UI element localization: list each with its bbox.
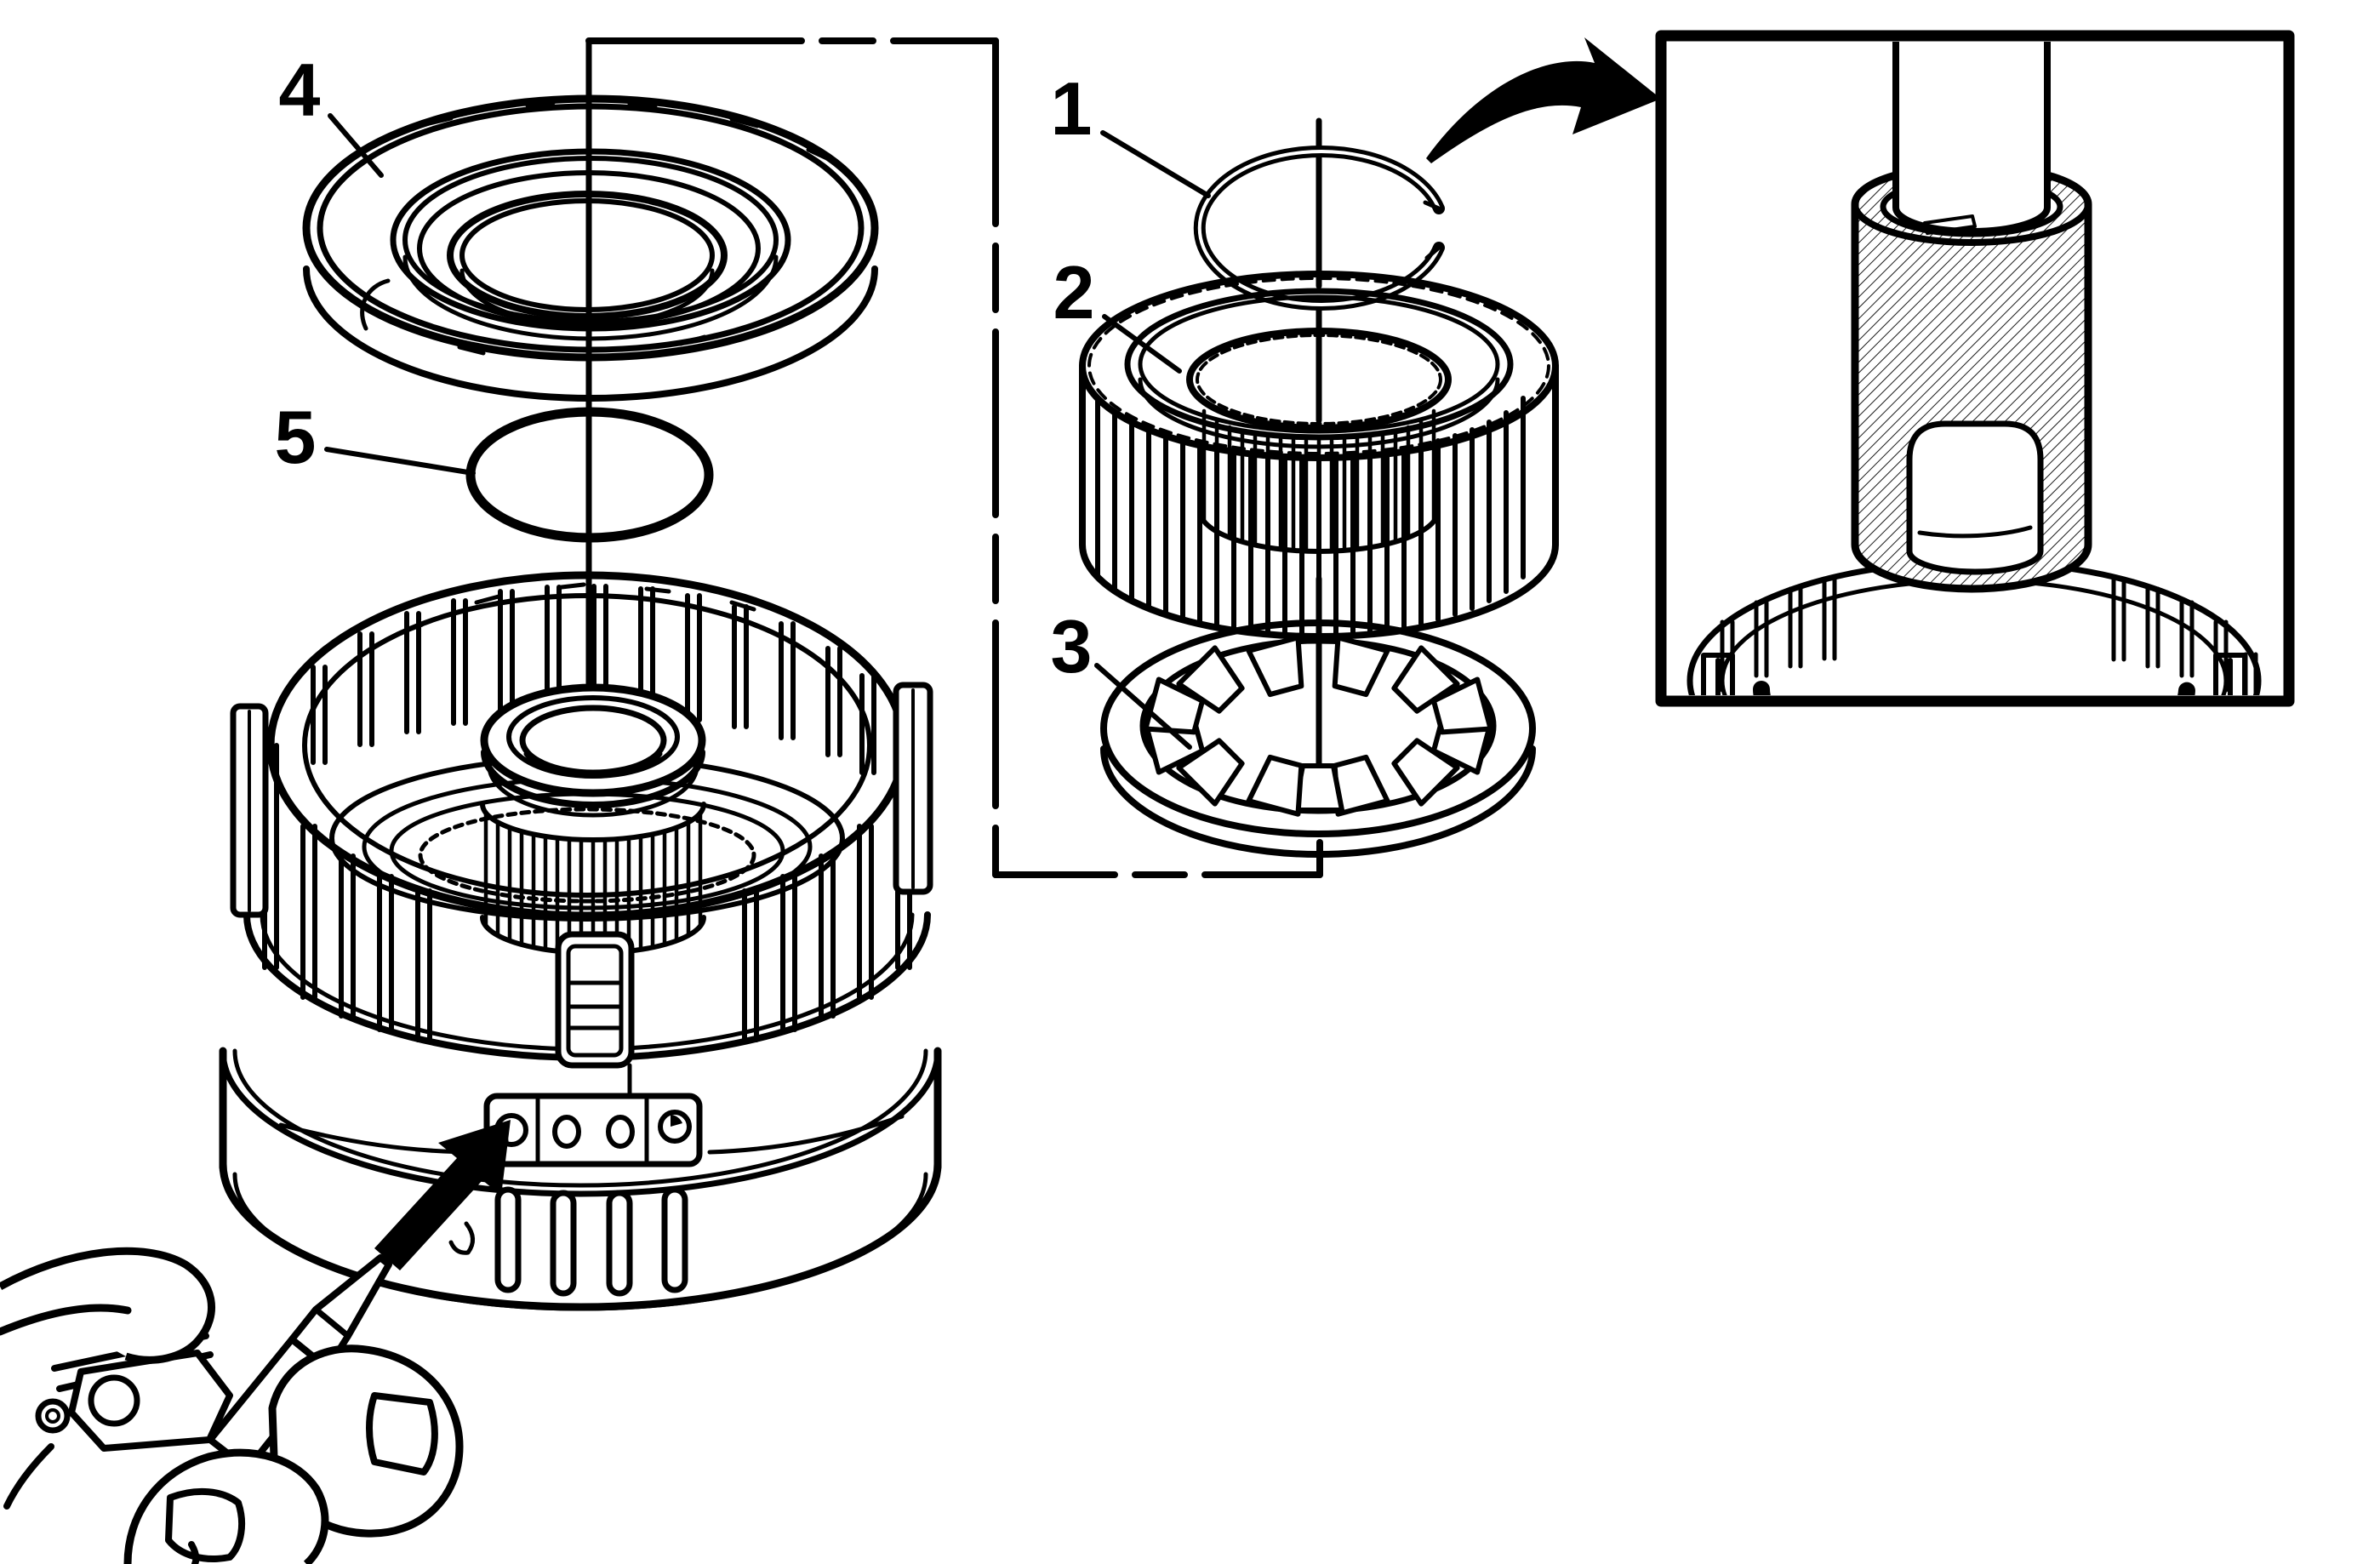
drum-floor-tooth-ring — [418, 807, 756, 904]
callout-1-leader — [1100, 130, 1211, 198]
gear-bore-rim — [1186, 328, 1452, 431]
seal-outer-rim-inner — [317, 103, 865, 353]
inset-guide-left — [1701, 653, 1735, 695]
gear-bottom-arc — [1079, 541, 1559, 640]
drum-crown-inner-rim — [302, 593, 872, 898]
washer-tab — [1176, 645, 1245, 714]
hand-thumb-underside — [0, 1304, 132, 1336]
air-gun-button — [88, 1374, 140, 1427]
geared-hub-part2 — [1079, 271, 1559, 640]
base-sides — [219, 1047, 942, 1172]
callout-5-leader — [324, 447, 476, 476]
callout-4-leader — [328, 113, 384, 178]
gear-inner-ring — [1124, 288, 1514, 441]
washer-tab — [1332, 635, 1390, 698]
latch-outer — [555, 931, 635, 1069]
drum-hub-splines — [480, 802, 706, 956]
installer-tool-shaft — [1892, 42, 2051, 235]
inset-detail-box — [1655, 30, 2295, 769]
inset-bore-arc1 — [1869, 719, 2080, 758]
washer-tab — [1246, 635, 1304, 698]
drum-crown-slats — [311, 584, 876, 775]
callout-4-label: 4 — [279, 48, 321, 132]
washer-tab — [1430, 676, 1493, 735]
gear-teeth — [1095, 396, 1526, 639]
clutch-drum-assembly — [219, 571, 942, 1311]
washer-depth-arc — [1100, 745, 1536, 858]
bracket-hole — [552, 1115, 581, 1149]
bracket-hole — [606, 1115, 635, 1149]
base-bracket — [483, 1093, 703, 1167]
inset-guide-right — [2213, 653, 2247, 695]
callout-2-label: 2 — [1053, 250, 1095, 334]
washer-tab — [1391, 738, 1460, 807]
seal-outer-rim — [302, 94, 879, 362]
phantom-bracket-lines — [585, 37, 1323, 878]
seal-outer-depth-arc — [303, 265, 878, 402]
bracket-plate — [483, 1093, 703, 1167]
bracket-hole — [658, 1110, 692, 1144]
bearing-depth-arc — [481, 749, 705, 808]
seal-rim-tabs — [355, 100, 833, 356]
washer-tab — [1176, 738, 1245, 807]
sleeve-inner-tab — [1923, 214, 1977, 235]
paint-mark — [448, 1221, 475, 1255]
vent-slot — [606, 1190, 633, 1297]
hand-middle-nail — [165, 1487, 246, 1562]
curved-arrow-to-inset — [1426, 37, 1661, 163]
callout-2-leader — [1102, 314, 1182, 374]
drum-hub-bearing — [480, 683, 706, 818]
vent-slot — [550, 1190, 577, 1297]
callout-5-label: 5 — [275, 395, 317, 479]
inset-floor-arc1 — [1807, 706, 2141, 769]
drum-floor-ring3 — [389, 791, 785, 910]
bearing-bore — [519, 705, 667, 776]
seal-mid-ring — [390, 148, 791, 332]
vent-slot — [661, 1186, 688, 1293]
base-bottom-arc2 — [232, 1172, 928, 1311]
bearing-bore-depth — [523, 751, 663, 779]
bearing-depth-arc2 — [487, 763, 699, 818]
vent-slot — [494, 1186, 522, 1293]
base-vent-slots — [494, 1186, 688, 1297]
spline-lines — [483, 810, 703, 956]
seal-spring-detail — [360, 278, 391, 331]
washer-tab — [1246, 754, 1304, 817]
air-gun-loop-inner — [45, 1408, 60, 1424]
air-blow-gun-and-hand — [0, 1247, 464, 1564]
callouts: 1 2 3 4 5 — [275, 48, 1211, 750]
air-direction-arrow — [374, 1120, 511, 1270]
callout-1-label: 1 — [1051, 66, 1093, 151]
washer-tabs — [1143, 635, 1493, 817]
base-top-arc2 — [232, 1048, 928, 1188]
latch-inner — [566, 944, 624, 1058]
latch-bars — [566, 980, 624, 1030]
seal-bore-inner — [459, 198, 715, 312]
inset-content — [1687, 42, 2262, 769]
seal-bore-depth-arc — [459, 268, 715, 328]
drum-base — [219, 1047, 942, 1311]
drum-latch — [555, 931, 642, 1111]
hand-wrist-lines — [3, 1443, 200, 1564]
inset-floor-arc2 — [1838, 713, 2110, 763]
air-gun-loop — [35, 1398, 71, 1434]
sleeve-window — [1906, 420, 2044, 575]
seal-assembly-part4 — [302, 94, 879, 402]
washer-outer — [1100, 619, 1536, 837]
gear-bore-serration — [1196, 334, 1442, 425]
seal-mid-depth-arc — [402, 254, 779, 341]
drum-crown-rim-notches — [397, 582, 833, 637]
seal-bore-rim — [447, 191, 728, 320]
washer-tab — [1391, 645, 1460, 714]
bracket-dividers — [535, 1097, 649, 1163]
window-glimpse-arc — [1917, 525, 2033, 539]
inset-bore-arc2 — [1896, 723, 2052, 752]
callout-3-label: 3 — [1051, 604, 1093, 688]
snap-ring-ends — [1423, 200, 1441, 260]
spring-washer-part3 — [1100, 619, 1536, 858]
gear-side-edges — [1079, 362, 1559, 548]
callout-3-leader — [1094, 663, 1192, 750]
hand-index-nail — [366, 1392, 438, 1476]
